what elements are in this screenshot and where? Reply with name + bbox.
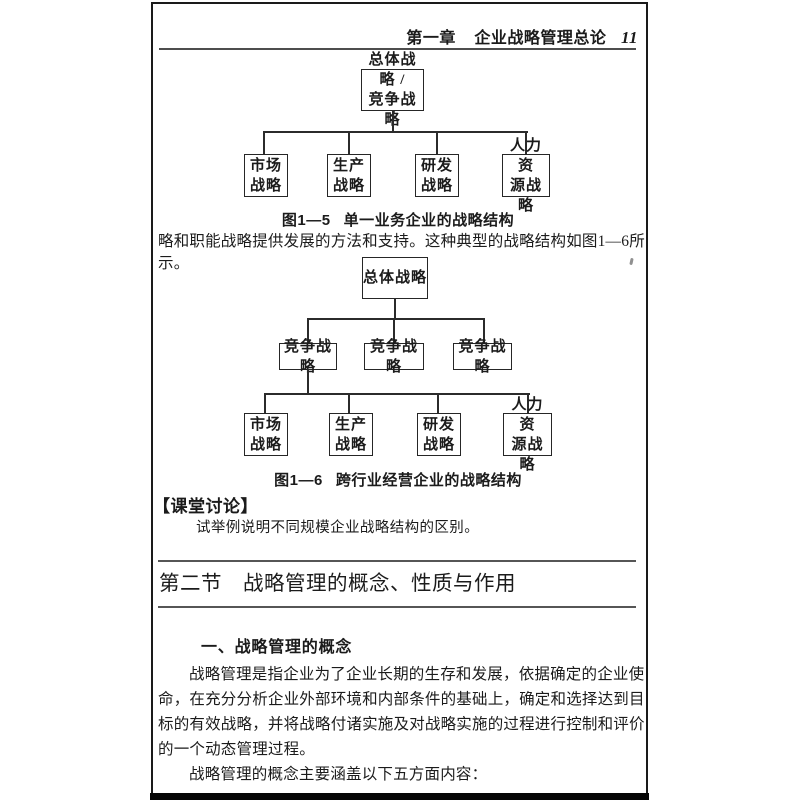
- fig1-leaf-hr: 人力资 源战略: [502, 138, 550, 214]
- connector-line: [348, 131, 350, 155]
- paragraph-line: 战略管理的概念主要涵盖以下五方面内容：: [189, 765, 488, 783]
- body-paragraph: 战略管理是指企业为了企业长期的生存和发展，依据确定的企业使 命，在充分分析企业外…: [158, 663, 648, 788]
- chapter-label: 第一章: [406, 30, 456, 47]
- classroom-discussion-prompt: 试举例说明不同规模企业战略结构的区别。: [196, 520, 480, 536]
- connector-line: [263, 131, 528, 133]
- figure-1-caption-title: 单一业务企业的战略结构: [343, 212, 515, 229]
- connector-line: [348, 393, 350, 414]
- body-text-line: 略和职能战略提供发展的方法和支持。这种典型的战略结构如图1—6所示。: [158, 233, 645, 272]
- connector-line: [437, 393, 439, 414]
- connector-line: [393, 318, 395, 344]
- connector-line: [483, 318, 485, 344]
- page-number: 11: [620, 28, 638, 47]
- fig1-leaf-rnd: 研发 战略: [415, 154, 459, 197]
- fig1-root-node: 总体战略 / 竞争战略: [361, 52, 424, 128]
- connector-line: [307, 369, 309, 395]
- fig2-leaf-hr: 人力资 源战略: [503, 397, 552, 473]
- chapter-title: 企业战略管理总论: [474, 30, 607, 47]
- fig2-leaf-market: 市场 战略: [244, 413, 288, 456]
- connector-line: [263, 131, 265, 155]
- connector-line: [264, 393, 266, 414]
- section-rule-bottom: [158, 606, 636, 608]
- page-header: 第一章 企业战略管理总论 11: [160, 24, 638, 48]
- fig2-mid-competitive-2: 竞争战略: [364, 339, 424, 375]
- connector-line: [525, 131, 527, 155]
- paragraph-line: 战略管理是指企业为了企业长期的生存和发展，依据确定的企业使: [189, 666, 645, 683]
- header-rule: [159, 48, 636, 50]
- page-border: [151, 2, 648, 800]
- connector-line: [394, 298, 396, 319]
- connector-line: [392, 110, 394, 133]
- connector-line: [264, 393, 530, 395]
- connector-line: [527, 393, 529, 414]
- section-number: 第二节: [159, 573, 222, 595]
- fig2-mid-competitive-3: 竞争战略: [453, 339, 512, 375]
- paragraph-line: 的一个动态管理过程。: [158, 740, 316, 758]
- paragraph-line: 命，在充分分析企业外部环境和内部条件的基础上，确定和选择达到目: [158, 690, 645, 708]
- figure-2-caption-title: 跨行业经营企业的战略结构: [335, 472, 522, 489]
- figure-2-caption: 图1—6 跨行业经营企业的战略结构: [158, 469, 638, 490]
- fig1-leaf-production: 生产 战略: [327, 154, 371, 197]
- connector-line: [307, 318, 485, 320]
- section-rule-top: [158, 560, 636, 562]
- section-title: 战略管理的概念、性质与作用: [243, 573, 516, 595]
- figure-1-caption: 图1—5 单一业务企业的战略结构: [158, 209, 638, 230]
- connector-line: [307, 318, 309, 344]
- fig2-root-node: 总体战略: [362, 257, 428, 299]
- scan-bottom-bar: [150, 793, 649, 800]
- fig2-mid-competitive-1: 竞争战略: [279, 339, 337, 375]
- figure-1-caption-number: 图1—5: [281, 212, 331, 229]
- connector-line: [436, 131, 438, 155]
- subsection-heading: 一、战略管理的概念: [201, 639, 353, 656]
- fig2-leaf-production: 生产 战略: [329, 413, 373, 456]
- classroom-discussion-heading: 【课堂讨论】: [153, 497, 258, 516]
- paragraph-line: 标的有效战略，并将战略付诸实施及对战略实施的过程进行控制和评价: [158, 715, 645, 733]
- section-heading: 第二节战略管理的概念、性质与作用: [159, 570, 516, 598]
- fig2-leaf-rnd: 研发 战略: [417, 413, 461, 456]
- fig1-leaf-market: 市场 战略: [244, 154, 288, 197]
- figure-2-caption-number: 图1—6: [274, 472, 323, 489]
